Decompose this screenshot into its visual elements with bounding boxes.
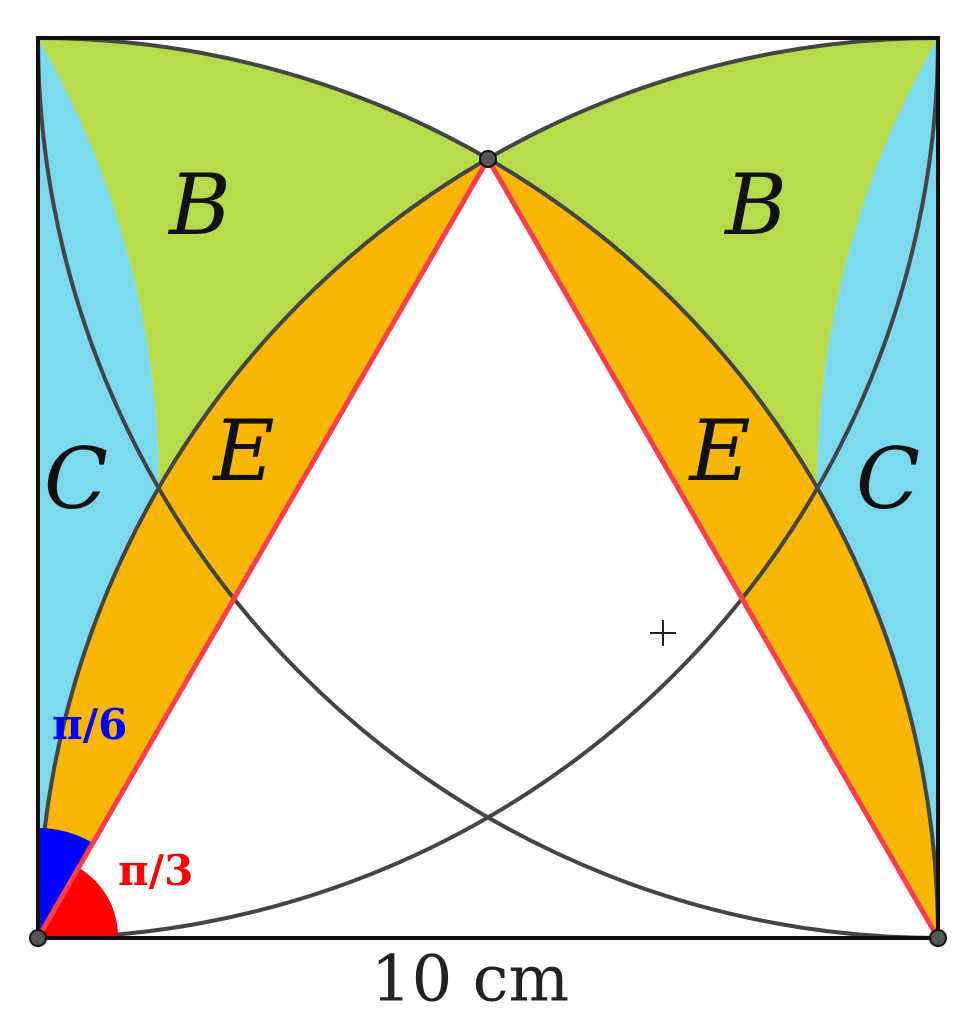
square: [36, 36, 940, 940]
label-e-right: E: [687, 402, 750, 500]
side-length-label: 10 cm: [371, 943, 569, 1017]
region-b-left: [38, 38, 488, 488]
triangle-right-side: [485, 157, 941, 940]
arc-center-top-right: [38, 38, 938, 938]
point-bottom-left: [29, 929, 47, 947]
arc-center-bottom-left: [38, 38, 938, 938]
plus-marker: [650, 620, 676, 646]
label-angle-pi-over-6: π/6: [52, 700, 127, 749]
triangle-left-side: [35, 157, 491, 940]
label-b-left: B: [167, 156, 231, 254]
label-e-left: E: [211, 402, 274, 500]
point-apex: [479, 150, 497, 168]
label-angle-pi-over-3: π/3: [118, 846, 193, 895]
label-c-right: C: [856, 430, 920, 528]
angle-marker-pi-over-3: [38, 868, 119, 938]
label-c-left: C: [44, 430, 108, 528]
arc-center-top-left: [38, 38, 938, 938]
point-bottom-right: [929, 929, 947, 947]
arc-center-bottom-right: [38, 38, 938, 938]
region-b-right: [488, 38, 938, 488]
label-b-right: B: [723, 156, 787, 254]
